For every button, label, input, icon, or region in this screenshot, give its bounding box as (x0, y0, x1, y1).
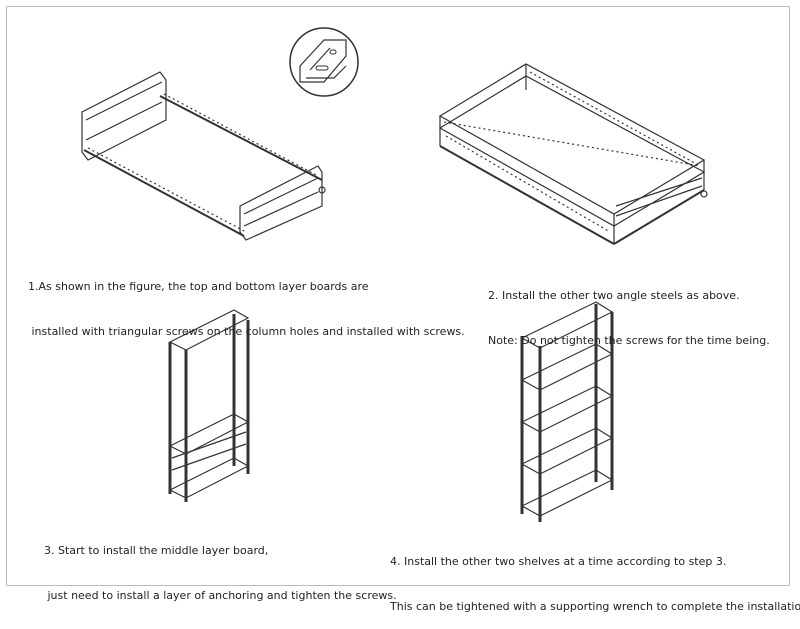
step2-figure (438, 63, 708, 245)
step4-figure (520, 301, 614, 522)
step2-line2: Note: Do not tighten the screws for the … (488, 334, 770, 347)
step4-caption: 4. Install the other two shelves at a ti… (390, 524, 800, 629)
step3-line2: just need to install a layer of anchorin… (44, 589, 397, 602)
step2-caption: 2. Install the other two angle steels as… (488, 258, 770, 363)
step1-line2: installed with triangular screws on the … (28, 325, 465, 338)
step1-caption: 1.As shown in the figure, the top and bo… (28, 249, 465, 354)
diagram-frame (6, 6, 790, 586)
step4-line2: This can be tightened with a supporting … (390, 600, 800, 613)
step1-line1: 1.As shown in the figure, the top and bo… (28, 280, 369, 293)
step4-line1: 4. Install the other two shelves at a ti… (390, 555, 727, 568)
bracket-detail-inset (289, 27, 359, 97)
step1-figure (81, 71, 326, 241)
step3-figure (168, 309, 250, 502)
step3-line1: 3. Start to install the middle layer boa… (44, 544, 269, 557)
step3-caption: 3. Start to install the middle layer boa… (44, 513, 397, 618)
step2-line1: 2. Install the other two angle steels as… (488, 289, 740, 302)
